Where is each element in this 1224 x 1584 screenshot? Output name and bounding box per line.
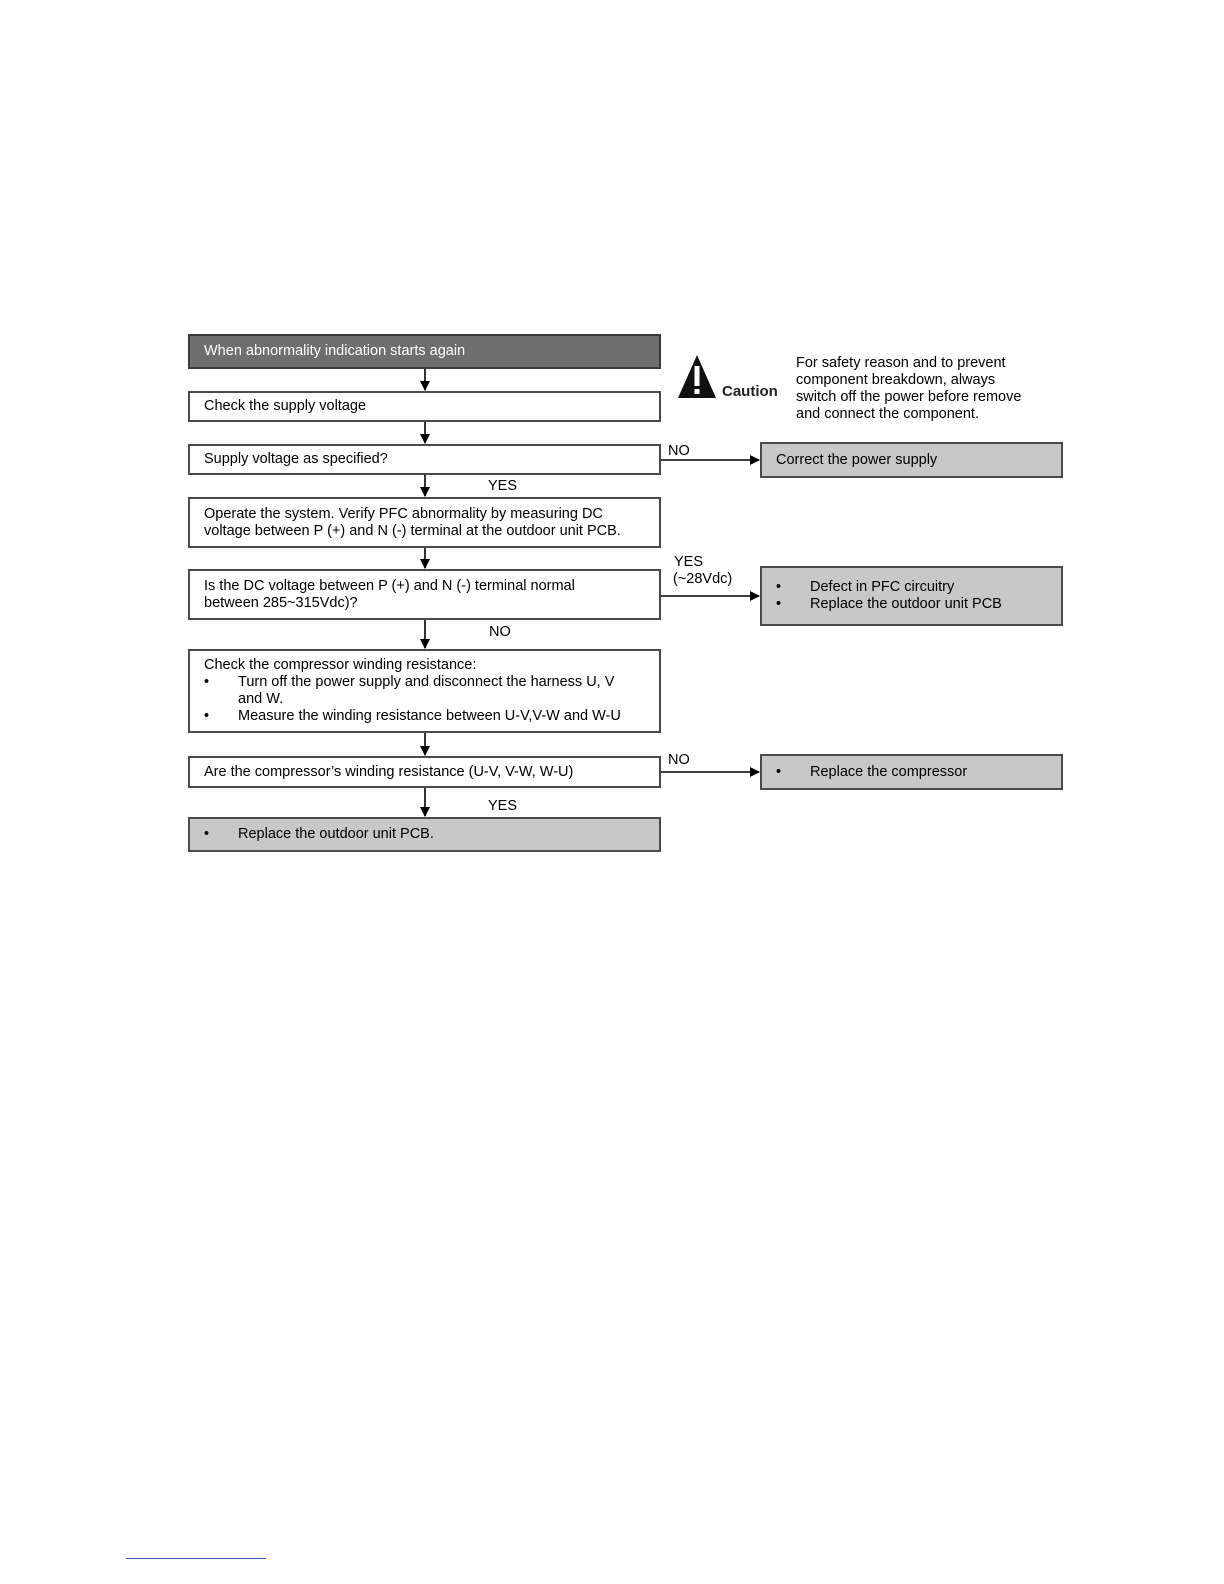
correct-supply-box: Correct the power supply [760,442,1063,478]
bullet: • [204,708,210,724]
caution-line: component breakdown, always [796,372,996,388]
bullet: • [204,674,210,690]
branch-label-yes: YES [488,478,518,494]
supply-question-box: Supply voltage as specified? [188,444,661,475]
start-text: When abnormality indication starts again [204,343,466,359]
replace-compressor-item: • Replace the compressor [776,764,1047,781]
check-supply-box: Check the supply voltage [188,391,661,422]
caution-note: For safety reason and to prevent compone… [796,355,1056,423]
warning-triangle-icon [678,355,716,398]
pfc-defect-item: • Replace the outdoor unit PCB [776,596,1047,613]
operate-line-2: voltage between P (+) and N (-) terminal… [204,522,621,539]
correct-supply-text: Correct the power supply [776,451,938,468]
winding-check-title: Check the compressor winding resistance: [204,657,477,673]
pfc-defect-box: • Defect in PFC circuitry • Replace the … [760,566,1063,626]
replace-pcb-box: • Replace the outdoor unit PCB. [188,817,661,852]
dc-question-line-2: between 285~315Vdc)? [204,594,358,611]
winding-item-1-line-1: Turn off the power supply and disconnect… [238,674,615,690]
footnote-rule [126,1558,266,1559]
caution-line: and connect the component. [796,406,979,422]
branch-label-yes: YES [674,554,704,570]
winding-item-2: Measure the winding resistance between U… [238,708,621,724]
winding-question-box: Are the compressor’s winding resistance … [188,756,661,788]
winding-check-box: Check the compressor winding resistance:… [188,649,661,733]
replace-compressor-text: Replace the compressor [810,763,968,780]
winding-check-item: • Turn off the power supply and disconne… [204,674,645,708]
bullet: • [776,579,782,595]
dc-voltage-question-box: Is the DC voltage between P (+) and N (-… [188,569,661,620]
pfc-defect-item: • Defect in PFC circuitry [776,579,1047,596]
branch-label-no: NO [668,443,690,459]
winding-question-text: Are the compressor’s winding resistance … [204,763,574,780]
dc-question-line-1: Is the DC voltage between P (+) and N (-… [204,577,575,594]
bullet: • [776,763,782,780]
winding-check-item: • Measure the winding resistance between… [204,708,645,725]
operate-line-1: Operate the system. Verify PFC abnormali… [204,505,603,522]
winding-item-1-line-2: and W. [238,691,284,707]
caution-line: For safety reason and to prevent [796,355,1006,371]
caution-line: switch off the power before remove [796,389,1022,405]
bullet: • [776,596,782,612]
replace-compressor-box: • Replace the compressor [760,754,1063,790]
caution-label: Caution [722,383,778,400]
branch-label-yes: YES [488,798,518,814]
check-supply-text: Check the supply voltage [204,398,367,414]
replace-pcb-text: Replace the outdoor unit PCB. [238,826,434,842]
bullet: • [204,826,210,842]
branch-label-no: NO [489,624,511,640]
branch-label-voltage: (~28Vdc) [673,571,733,587]
supply-question-text: Supply voltage as specified? [204,451,388,467]
replace-pcb-item: • Replace the outdoor unit PCB. [204,826,645,843]
pfc-defect-item-text: Replace the outdoor unit PCB [810,596,1002,612]
start-box: When abnormality indication starts again [188,334,661,369]
pfc-defect-item-text: Defect in PFC circuitry [810,579,955,595]
branch-label-no: NO [668,752,690,768]
operate-system-box: Operate the system. Verify PFC abnormali… [188,497,661,548]
